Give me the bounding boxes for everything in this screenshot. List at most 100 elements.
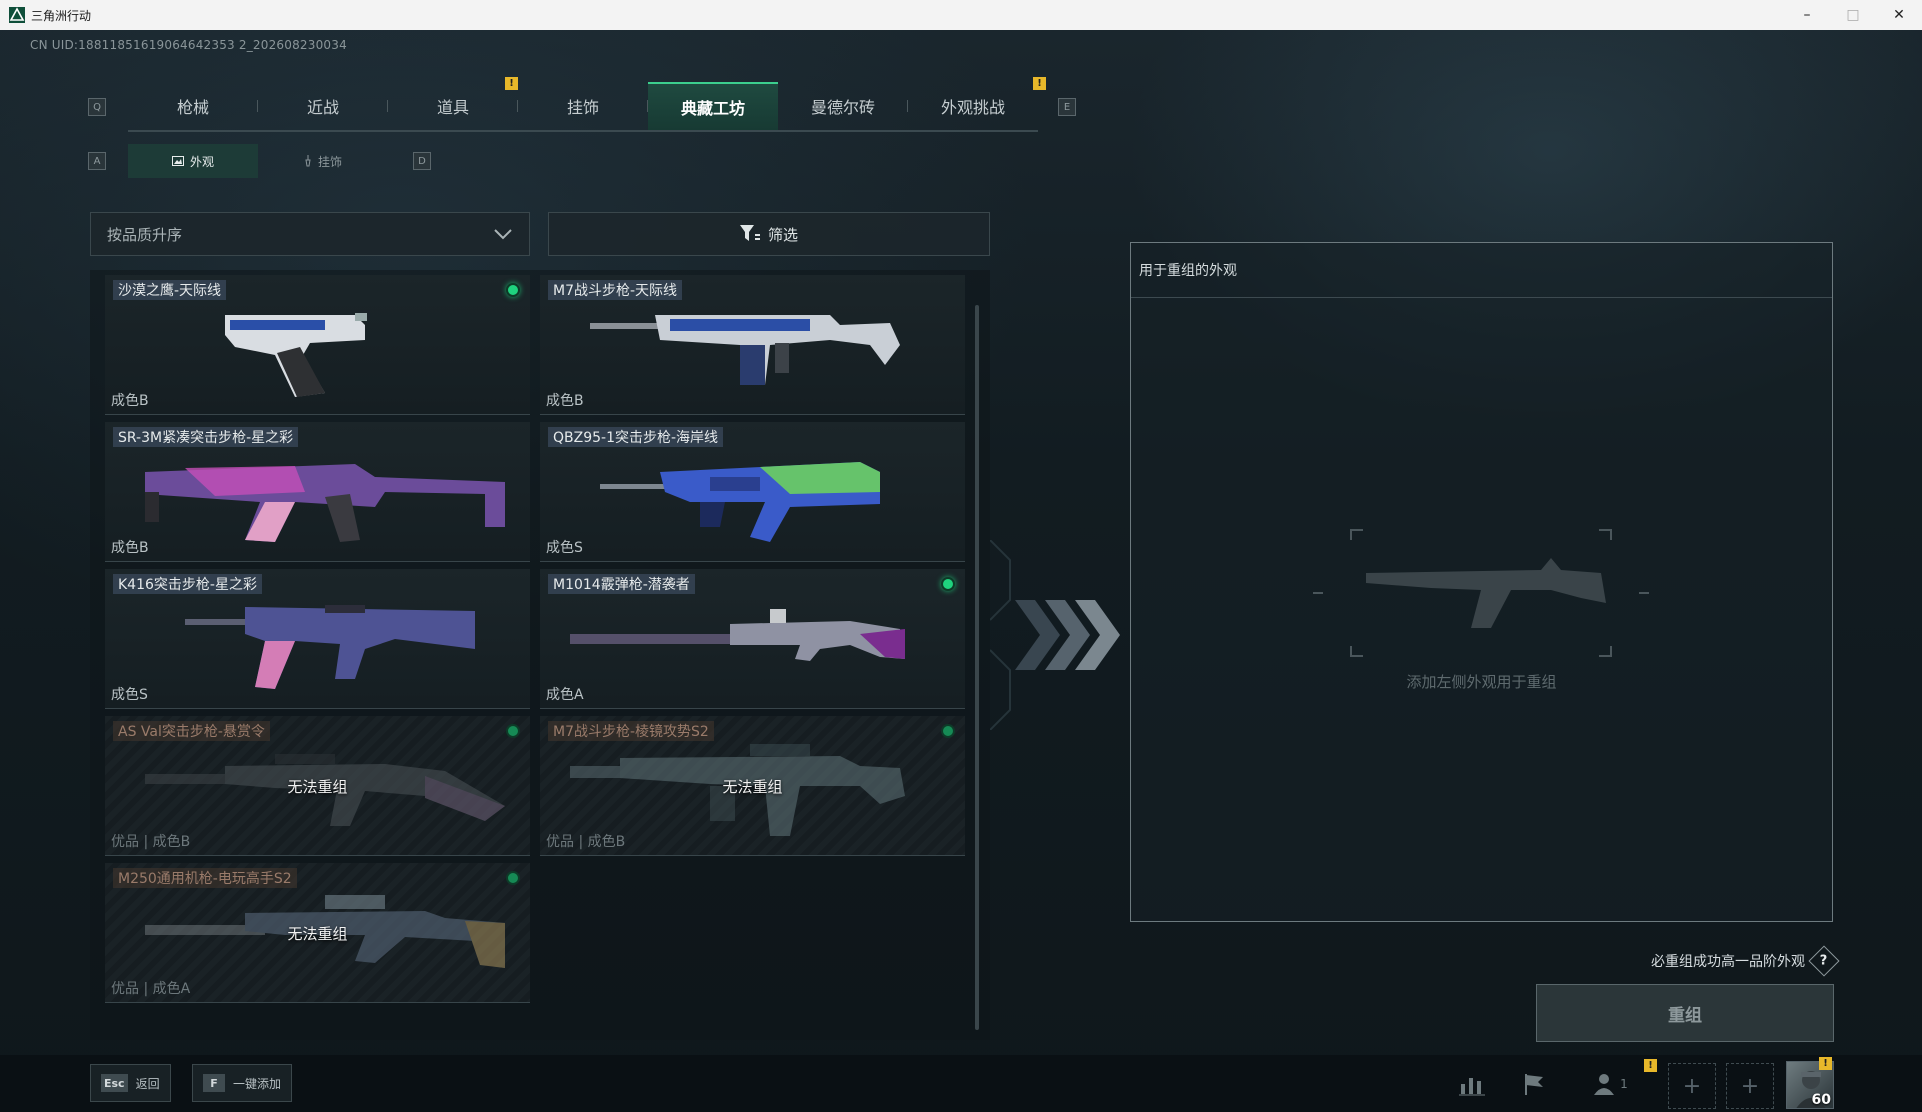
game-viewport: CN UID:18811851619064642353 2_2026082300… bbox=[0, 30, 1922, 1112]
status-dot bbox=[506, 871, 520, 885]
tab-label: 近战 bbox=[306, 98, 339, 117]
status-dot bbox=[506, 283, 520, 297]
bottom-bar: Esc 返回 F 一键添加 1 ! + + 60 ! bbox=[0, 1055, 1922, 1112]
tab-label: 挂饰 bbox=[566, 98, 599, 117]
flag-icon[interactable] bbox=[1518, 1069, 1550, 1099]
tab-next-key[interactable]: E bbox=[1058, 98, 1076, 116]
filter-icon bbox=[739, 225, 760, 241]
sort-dropdown[interactable]: 按品质升序 bbox=[90, 212, 530, 256]
filter-button[interactable]: 筛选 bbox=[548, 212, 990, 256]
skin-grade: 成色A bbox=[546, 687, 584, 703]
subtab-label: 挂饰 bbox=[317, 154, 342, 169]
skin-grade: 优品 | 成色B bbox=[111, 834, 191, 850]
maximize-button[interactable]: □ bbox=[1846, 7, 1860, 23]
tab-label: 典藏工坊 bbox=[680, 99, 745, 118]
recombine-hint: 必重组成功高一品阶外观 ? bbox=[1590, 945, 1840, 977]
subtab-label: 外观 bbox=[189, 154, 214, 169]
skin-card: M250通用机枪-电玩高手S2 无法重组 优品 | 成色A bbox=[105, 863, 530, 1003]
recombine-button[interactable]: 重组 bbox=[1536, 984, 1834, 1042]
skin-card[interactable]: 沙漠之鹰-天际线 成色B bbox=[105, 275, 530, 415]
weapon-placeholder-icon bbox=[1313, 529, 1649, 657]
pistol-skin-image bbox=[225, 313, 367, 397]
app-logo-icon bbox=[9, 7, 25, 23]
empty-slot-hint: 添加左侧外观用于重组 bbox=[1406, 673, 1557, 691]
tab-melee[interactable]: 近战 bbox=[258, 82, 388, 130]
stats-icon[interactable] bbox=[1456, 1069, 1488, 1099]
minimize-button[interactable]: – bbox=[1803, 7, 1811, 23]
chevron-down-icon bbox=[494, 229, 512, 240]
tab-prev-key[interactable]: Q bbox=[88, 98, 106, 116]
subtab-next-key[interactable]: D bbox=[413, 152, 431, 170]
skin-grade: 成色B bbox=[546, 393, 584, 409]
esc-key: Esc bbox=[101, 1074, 128, 1092]
grid-scrollbar[interactable] bbox=[975, 305, 979, 1030]
status-dot bbox=[941, 724, 955, 738]
skin-name: SR-3M紧凑突击步枪-星之彩 bbox=[113, 427, 299, 447]
cannot-recombine-label: 无法重组 bbox=[722, 778, 783, 796]
tab-mandel-brick[interactable]: 曼德尔砖 bbox=[778, 82, 908, 130]
subtab-charms[interactable]: 挂饰 bbox=[258, 144, 388, 178]
recombine-slot-panel[interactable]: 用于重组的外观 添加左侧外观用于重组 bbox=[1130, 242, 1833, 922]
flag-glyph-icon bbox=[1525, 1074, 1543, 1095]
skin-grade: 成色B bbox=[111, 393, 149, 409]
bar-chart-icon bbox=[1459, 1078, 1485, 1096]
skin-card[interactable]: M7战斗步枪-天际线 成色B bbox=[540, 275, 965, 415]
skin-grade: 成色S bbox=[111, 687, 148, 703]
skin-card[interactable]: QBZ95-1突击步枪-海岸线 成色S bbox=[540, 422, 965, 562]
shotgun-skin-image bbox=[570, 609, 905, 661]
tab-label: 外观挑战 bbox=[940, 98, 1005, 117]
category-tabbar: Q 枪械 近战 道具 ! 挂饰 典藏工坊 曼德尔砖 外观挑战 ! E bbox=[88, 77, 1076, 132]
skin-grade: 成色B bbox=[111, 540, 149, 556]
tab-alert-badge: ! bbox=[505, 77, 518, 90]
tab-collection-workshop[interactable]: 典藏工坊 bbox=[648, 82, 778, 130]
squad-slot[interactable]: + bbox=[1726, 1063, 1774, 1109]
tab-appearance-challenge[interactable]: 外观挑战 ! bbox=[908, 77, 1046, 130]
avatar-alert-badge: ! bbox=[1819, 1057, 1832, 1070]
skin-name: M7战斗步枪-棱镜攻势S2 bbox=[548, 721, 714, 741]
tab-label: 枪械 bbox=[176, 98, 209, 117]
charm-icon bbox=[305, 155, 311, 167]
smg-skin-image bbox=[145, 464, 505, 542]
quick-add-label: 一键添加 bbox=[233, 1076, 282, 1091]
skin-name: AS Val突击步枪-悬赏令 bbox=[113, 721, 270, 741]
chevron-right-arrows-icon bbox=[990, 540, 1120, 730]
skin-card[interactable]: SR-3M紧凑突击步枪-星之彩 成色B bbox=[105, 422, 530, 562]
quick-add-button[interactable]: F 一键添加 bbox=[192, 1064, 293, 1102]
squad-button[interactable]: 1 bbox=[1585, 1069, 1635, 1099]
soldier-portrait-icon bbox=[1796, 1071, 1826, 1108]
skin-name: K416突击步枪-星之彩 bbox=[113, 574, 262, 594]
machine-gun-skin-image bbox=[145, 895, 505, 968]
tab-charms[interactable]: 挂饰 bbox=[518, 82, 648, 130]
skin-grade: 优品 | 成色B bbox=[546, 834, 626, 850]
skin-name: M7战斗步枪-天际线 bbox=[548, 280, 683, 300]
bullpup-skin-image bbox=[600, 462, 880, 542]
cannot-recombine-label: 无法重组 bbox=[287, 778, 348, 796]
skin-grade: 优品 | 成色A bbox=[111, 981, 191, 997]
status-dot bbox=[941, 577, 955, 591]
skin-name: QBZ95-1突击步枪-海岸线 bbox=[548, 427, 724, 447]
hint-text: 必重组成功高一品阶外观 bbox=[1651, 954, 1805, 970]
window-title: 三角洲行动 bbox=[31, 8, 92, 23]
sort-label: 按品质升序 bbox=[107, 225, 183, 244]
help-button[interactable]: ? bbox=[1808, 945, 1840, 977]
filter-label: 筛选 bbox=[767, 225, 798, 244]
close-button[interactable]: ✕ bbox=[1893, 7, 1905, 23]
squad-slot[interactable]: + bbox=[1668, 1063, 1716, 1109]
cannot-recombine-label: 无法重组 bbox=[287, 925, 348, 943]
skin-name: M1014霰弹枪-潜袭者 bbox=[548, 574, 695, 594]
status-dot bbox=[506, 724, 520, 738]
panel-header: 用于重组的外观 bbox=[1131, 243, 1832, 298]
tab-alert-badge: ! bbox=[1033, 77, 1046, 90]
skin-card[interactable]: K416突击步枪-星之彩 成色S bbox=[105, 569, 530, 709]
subtab-appearance[interactable]: 外观 bbox=[128, 144, 258, 178]
rifle-skin-image bbox=[185, 605, 475, 689]
tab-items[interactable]: 道具 ! bbox=[388, 77, 518, 130]
tab-guns[interactable]: 枪械 bbox=[128, 82, 258, 130]
back-button[interactable]: Esc 返回 bbox=[90, 1064, 171, 1102]
tab-label: 曼德尔砖 bbox=[810, 98, 875, 117]
category-tabs: 枪械 近战 道具 ! 挂饰 典藏工坊 曼德尔砖 外观挑战 ! bbox=[128, 77, 1046, 132]
rifle-skin-image bbox=[570, 744, 905, 836]
skin-card[interactable]: M1014霰弹枪-潜袭者 成色A bbox=[540, 569, 965, 709]
subtab-prev-key[interactable]: A bbox=[88, 152, 106, 170]
recombine-label: 重组 bbox=[1668, 1005, 1702, 1026]
